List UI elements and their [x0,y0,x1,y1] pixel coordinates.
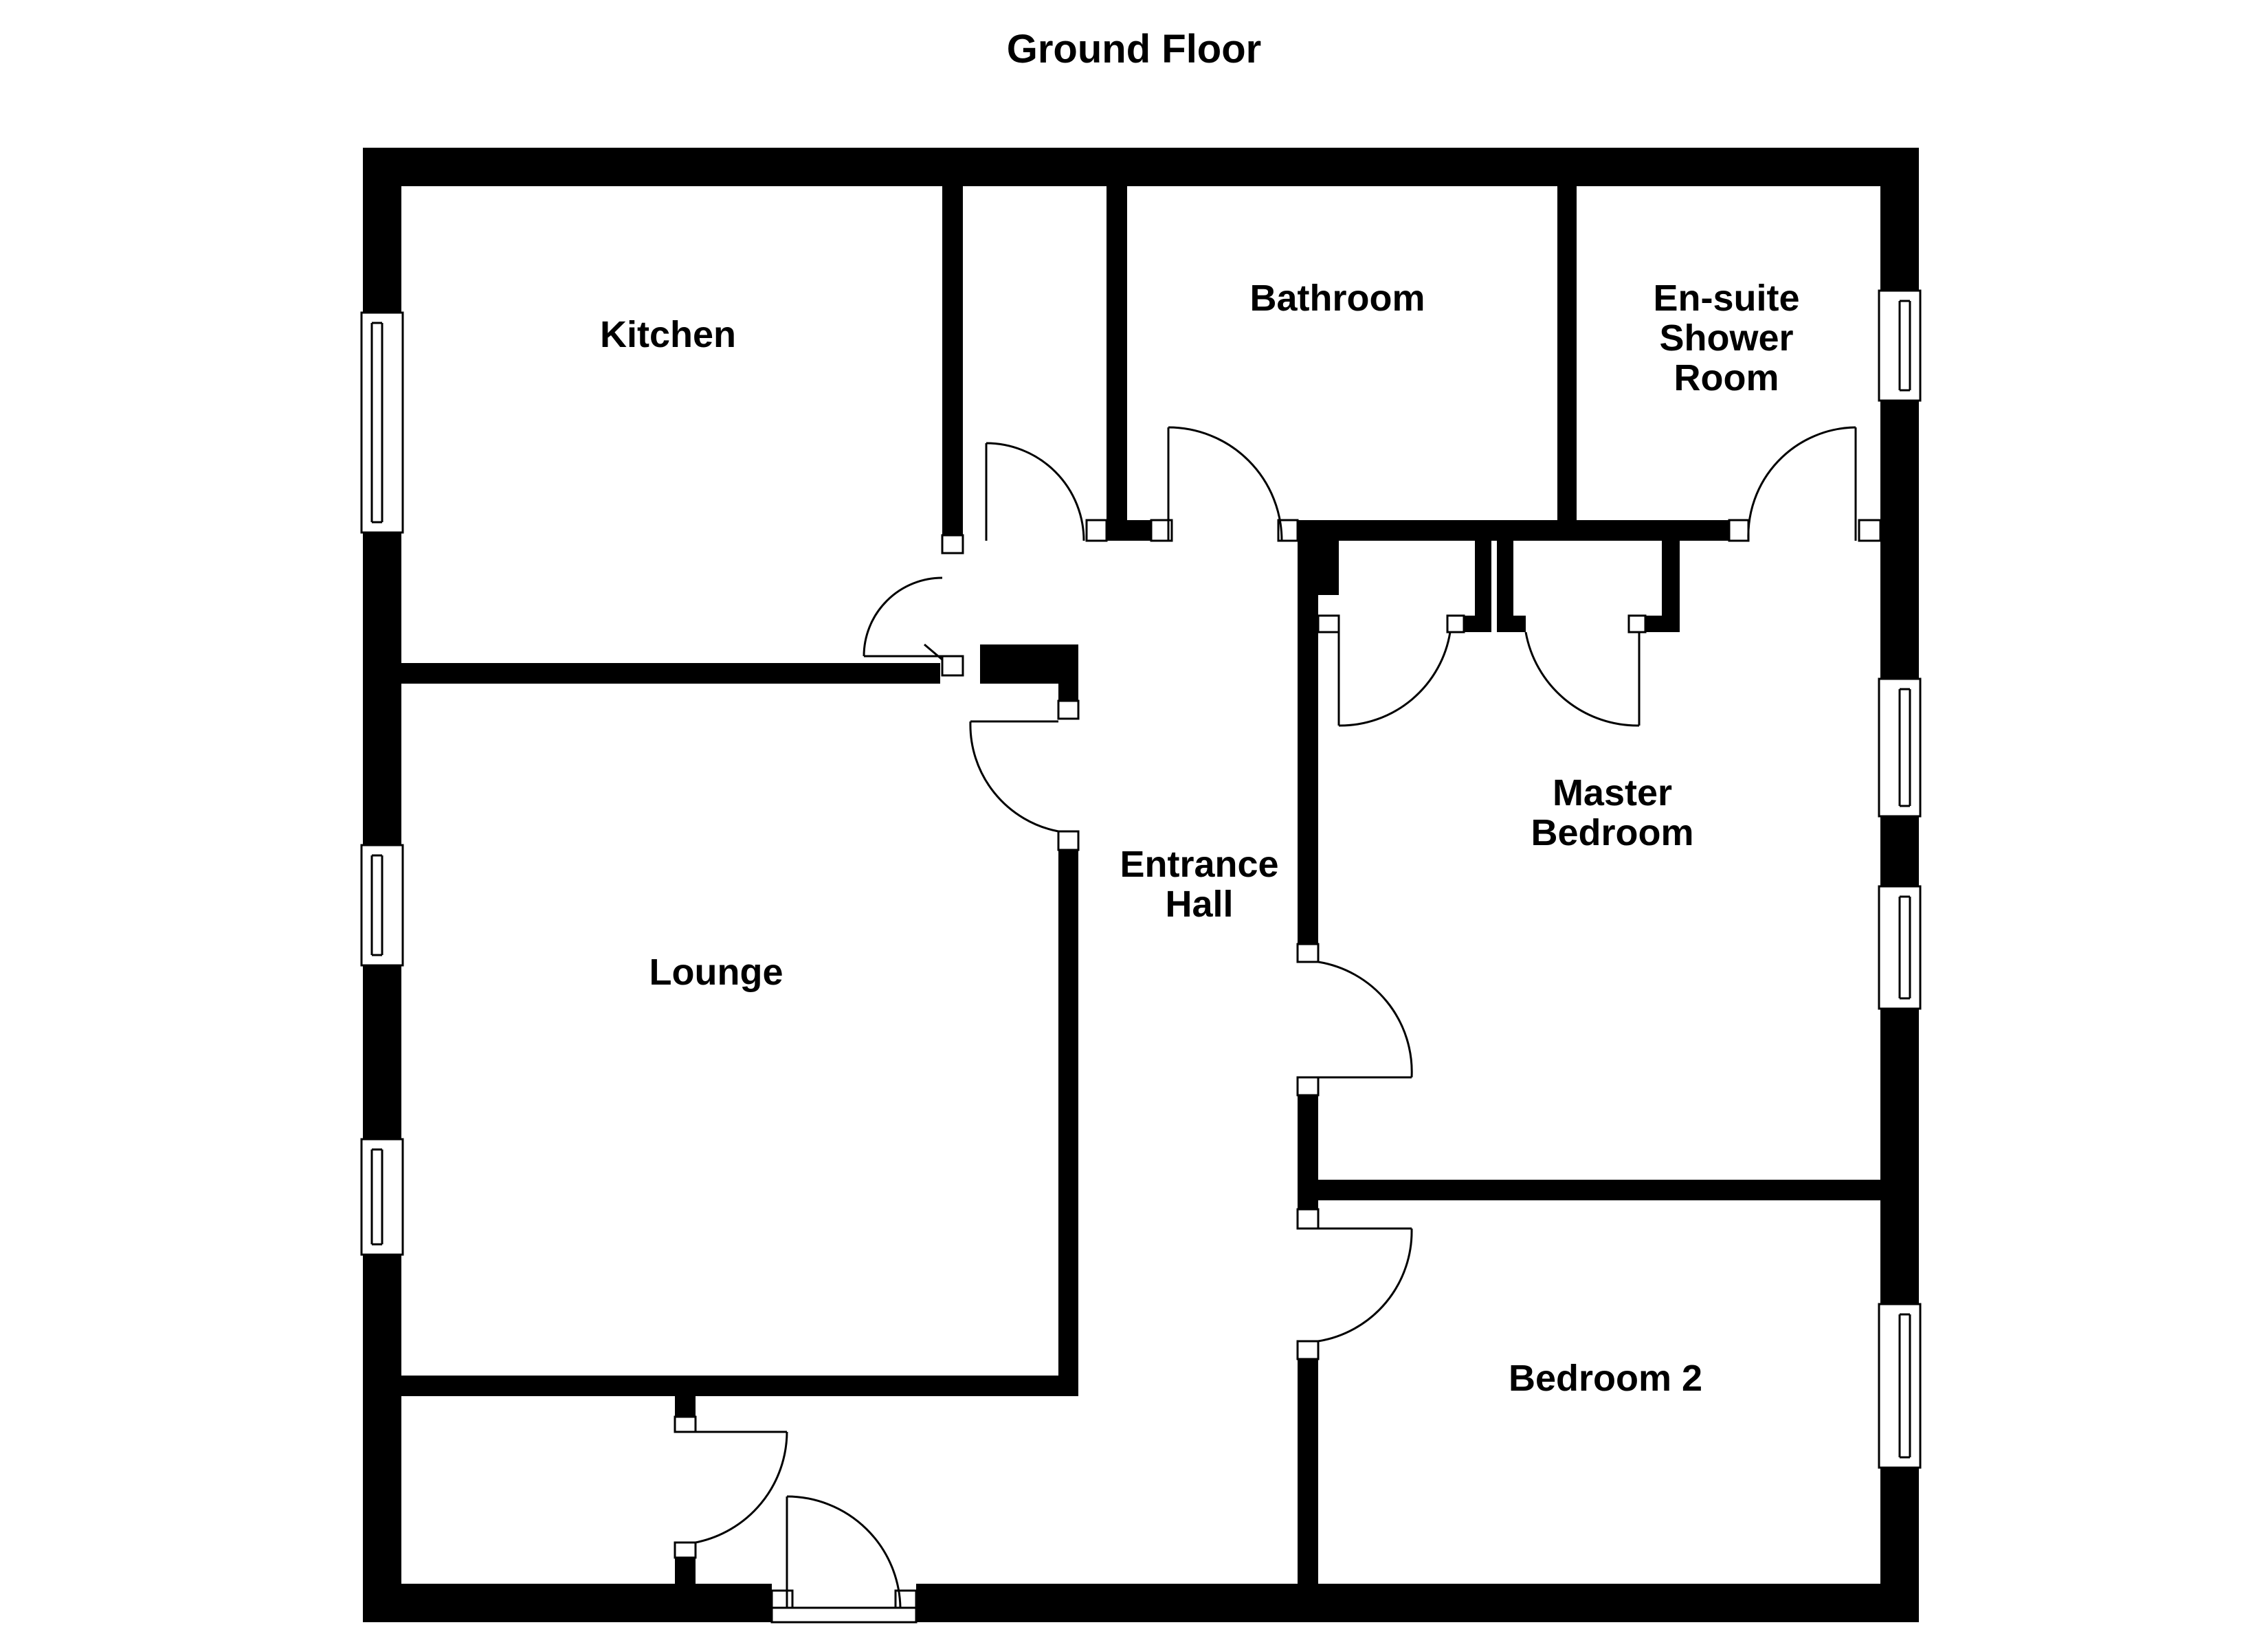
door-ensuite [1728,426,1882,542]
window-bedroom2 [1878,1303,1922,1469]
master-bottom-wall [1298,1180,1880,1200]
door-cupboard [941,442,1108,554]
label-lounge: Lounge [649,952,783,993]
lounge-bottom-wall [401,1376,1078,1396]
label-bathroom: Bathroom [1250,278,1425,319]
label-entrance-line2: Hall [1165,884,1233,925]
door-master-bedroom [1296,943,1413,1097]
window-ensuite [1878,289,1922,402]
label-master-line2: Bedroom [1531,812,1693,853]
outer-wall-top [363,148,1919,186]
window-kitchen [360,311,404,534]
label-bedroom-2: Bedroom 2 [1509,1358,1702,1399]
label-entrance-line1: Entrance [1120,844,1278,885]
window-master-upper [1878,677,1922,818]
bathroom-ensuite-wall [1557,186,1577,526]
label-master-line1: Master [1553,772,1672,814]
interior-walls [401,186,1880,1584]
outer-wall-bottom-right [916,1584,1919,1622]
door-bedroom-2 [1296,1208,1413,1360]
label-ensuite-line1: En-suite [1653,278,1799,319]
window-lounge-lower [360,1138,404,1256]
bath-bottom-wall [1298,520,1729,541]
label-ensuite-line3: Room [1674,357,1779,399]
lounge-top-stub [1058,644,1078,701]
cupboard-right-wall [1107,186,1127,535]
master-left-wall-top-thick [1298,541,1339,595]
door-kitchen [863,576,964,677]
window-lounge-upper [360,844,404,967]
bedroom2-left-wall-bottom [1298,1359,1318,1584]
kitchen-bottom-wall [401,663,940,684]
doors [674,426,1882,1624]
room-labels: Kitchen Bathroom En-suite Shower Room Ma… [600,278,1800,1399]
door-porch [674,1415,788,1559]
label-ensuite-line2: Shower [1659,317,1793,359]
page-title: Ground Floor [1006,27,1262,71]
door-lounge [969,699,1080,851]
lounge-right-wall [1058,850,1078,1396]
door-bathroom [1150,426,1299,542]
windows [360,289,1922,1469]
door-wardrobe-1 [1317,614,1465,727]
kitchen-right-wall [942,186,963,535]
outer-wall-bottom-left [363,1584,772,1622]
window-master-lower [1878,885,1922,1010]
wardrobe-stub-3 [1645,616,1680,632]
wardrobe-stub-2 [1497,616,1526,632]
wardrobe-stub-1 [1464,616,1491,632]
cupboard-right-stub [1107,520,1151,541]
door-wardrobe-2 [1524,614,1647,727]
door-front-entrance [770,1495,918,1624]
porch-wall-bottom [675,1556,696,1584]
label-kitchen: Kitchen [600,314,736,355]
